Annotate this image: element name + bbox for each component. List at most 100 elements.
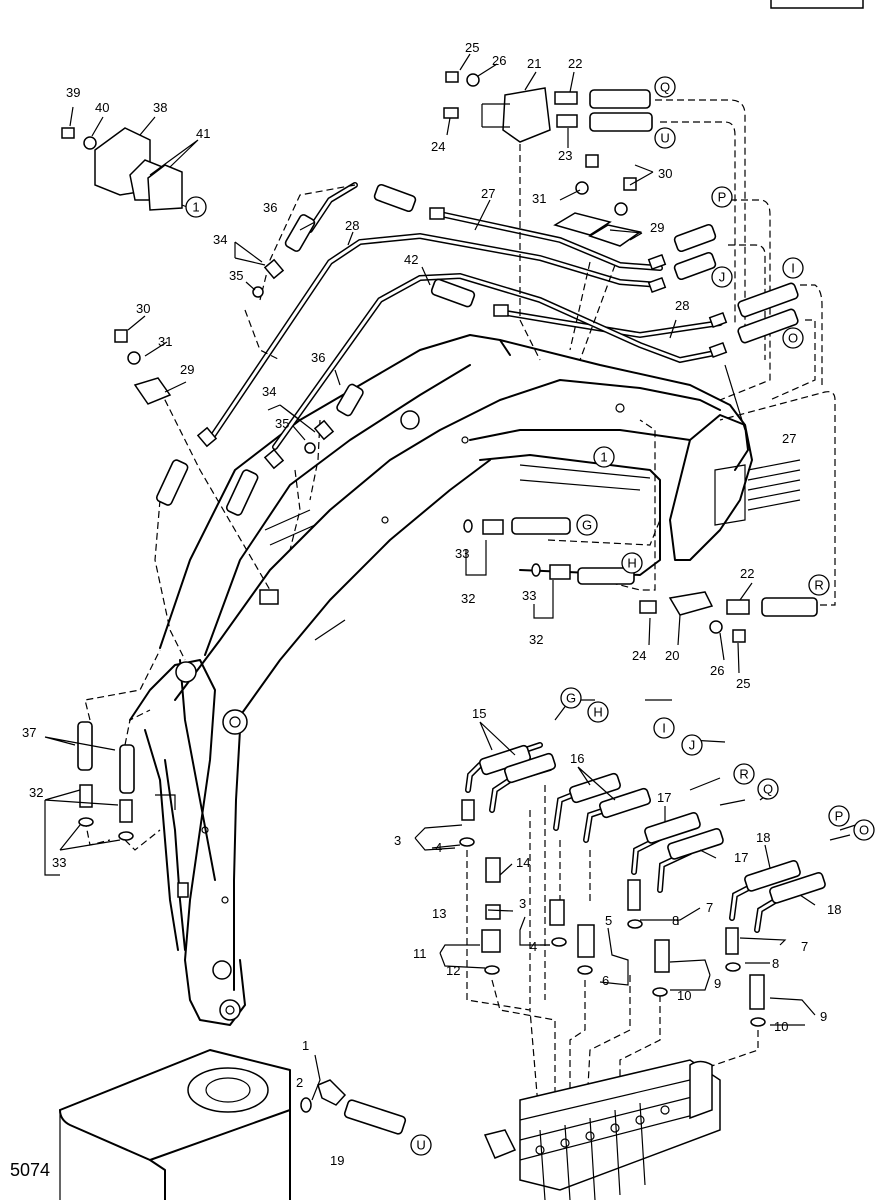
callout-label: 3 bbox=[519, 896, 526, 911]
connector-circle bbox=[711, 186, 733, 208]
callout-label: 35 bbox=[229, 268, 243, 283]
connector-label: P bbox=[835, 809, 844, 824]
callout-label: 23 bbox=[558, 148, 572, 163]
connector-circle bbox=[653, 717, 675, 739]
callout-label: 5 bbox=[605, 913, 612, 928]
connector-label: H bbox=[627, 556, 636, 571]
callout-label: 36 bbox=[263, 200, 277, 215]
callout-label: 32 bbox=[529, 632, 543, 647]
callout-label: 32 bbox=[29, 785, 43, 800]
connector-circle bbox=[185, 196, 207, 218]
callout-label: 18 bbox=[756, 830, 770, 845]
connector-circle bbox=[733, 763, 755, 785]
callout-label: 27 bbox=[481, 186, 495, 201]
connector-label: J bbox=[719, 270, 726, 285]
callout-label: 28 bbox=[675, 298, 689, 313]
callout-label: 26 bbox=[710, 663, 724, 678]
callout-label: 24 bbox=[431, 139, 445, 154]
callout-label: 7 bbox=[801, 939, 808, 954]
callout-label: 7 bbox=[706, 900, 713, 915]
callout-label: 22 bbox=[740, 566, 754, 581]
connector-circle bbox=[808, 574, 830, 596]
callout-label: 39 bbox=[66, 85, 80, 100]
connector-label: O bbox=[859, 823, 869, 838]
connector-circle bbox=[410, 1134, 432, 1156]
connector-circle bbox=[654, 76, 676, 98]
callout-label: 25 bbox=[465, 40, 479, 55]
callout-label: 4 bbox=[435, 840, 442, 855]
callout-label: 35 bbox=[275, 416, 289, 431]
callout-label: 33 bbox=[52, 855, 66, 870]
callout-label: 10 bbox=[774, 1019, 788, 1034]
connector-circle bbox=[681, 734, 703, 756]
callout-label: 30 bbox=[658, 166, 672, 181]
callout-label: 9 bbox=[714, 976, 721, 991]
callout-label: 12 bbox=[446, 963, 460, 978]
page-number-box bbox=[770, 0, 864, 9]
callouts: 1 2 3 4 5 6 7 8 9 10 11 12 13 14 15 16 1… bbox=[22, 40, 841, 1168]
connector-label: R bbox=[739, 767, 748, 782]
connector-circle bbox=[711, 266, 733, 288]
callout-label: 10 bbox=[677, 988, 691, 1003]
callout-label: 6 bbox=[602, 973, 609, 988]
callout-label: 17 bbox=[657, 790, 671, 805]
callout-label: 25 bbox=[736, 676, 750, 691]
connector-circle bbox=[593, 446, 615, 468]
callout-label: 33 bbox=[522, 588, 536, 603]
callout-label: 31 bbox=[158, 334, 172, 349]
callout-label: 32 bbox=[461, 591, 475, 606]
connector-label: U bbox=[660, 131, 669, 146]
connector-label: 1 bbox=[192, 200, 199, 215]
connector-label: G bbox=[566, 691, 576, 706]
control-valve bbox=[483, 1059, 721, 1200]
connector-circle bbox=[654, 127, 676, 149]
connector-label: J bbox=[689, 738, 696, 753]
connector-circle bbox=[576, 514, 598, 536]
callout-label: 24 bbox=[632, 648, 646, 663]
boom-structure bbox=[129, 334, 801, 1026]
callout-label: 36 bbox=[311, 350, 325, 365]
callout-label: 27 bbox=[782, 431, 796, 446]
connector-circle bbox=[828, 805, 850, 827]
callout-label: 22 bbox=[568, 56, 582, 71]
callout-label: 30 bbox=[136, 301, 150, 316]
callout-label: 26 bbox=[492, 53, 506, 68]
connector-label: R bbox=[814, 578, 823, 593]
connector-label: Q bbox=[763, 782, 773, 797]
connector-circle bbox=[560, 687, 582, 709]
callout-label: 16 bbox=[570, 751, 584, 766]
callout-label: 34 bbox=[262, 384, 276, 399]
callout-label: 2 bbox=[296, 1075, 303, 1090]
callout-label: 14 bbox=[516, 855, 530, 870]
connector-label: I bbox=[791, 261, 795, 276]
callout-label: 37 bbox=[22, 725, 36, 740]
callout-label: 9 bbox=[820, 1009, 827, 1024]
callout-label: 40 bbox=[95, 100, 109, 115]
callout-label: 29 bbox=[650, 220, 664, 235]
callout-label: 33 bbox=[455, 546, 469, 561]
callout-label: 1 bbox=[302, 1038, 309, 1053]
callout-label: 41 bbox=[196, 126, 210, 141]
callout-label: 3 bbox=[394, 833, 401, 848]
callout-label: 21 bbox=[527, 56, 541, 71]
callout-label: 42 bbox=[404, 252, 418, 267]
connector-label: G bbox=[582, 518, 592, 533]
callout-label: 15 bbox=[472, 706, 486, 721]
connector-circle bbox=[782, 257, 804, 279]
callout-label: 8 bbox=[772, 956, 779, 971]
connector-label: Q bbox=[660, 80, 670, 95]
callout-label: 29 bbox=[180, 362, 194, 377]
fittings bbox=[61, 71, 826, 1027]
callout-label: 19 bbox=[330, 1153, 344, 1168]
callout-label: 38 bbox=[153, 100, 167, 115]
hydraulic-tank bbox=[59, 1049, 407, 1200]
figure-number: 5074 bbox=[10, 1160, 50, 1180]
callout-label: 11 bbox=[413, 946, 427, 961]
connector-label: P bbox=[718, 190, 727, 205]
boom-pipes bbox=[207, 182, 723, 450]
callout-label: 28 bbox=[345, 218, 359, 233]
callout-label: 18 bbox=[827, 902, 841, 917]
callout-label: 4 bbox=[530, 939, 537, 954]
connector-circle bbox=[621, 552, 643, 574]
